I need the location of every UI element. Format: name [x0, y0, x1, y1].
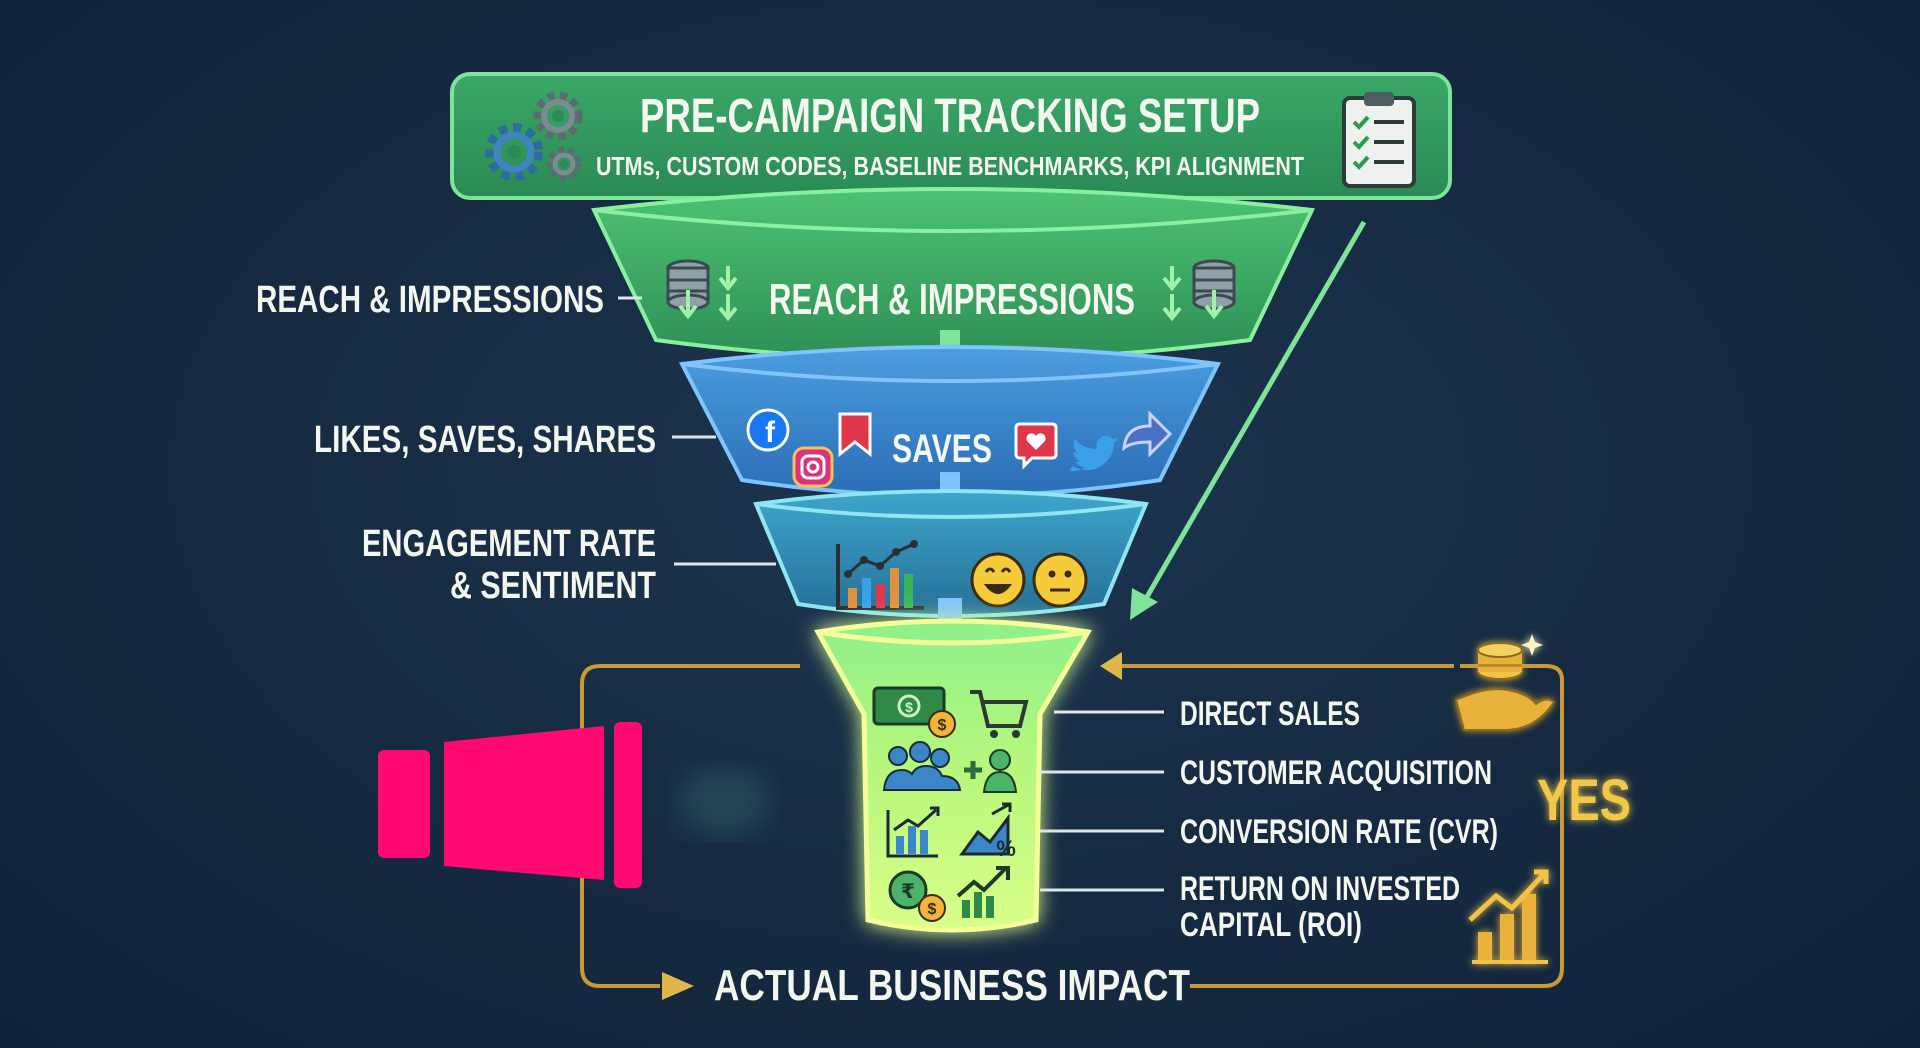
clipboard-checklist-icon: [1342, 92, 1416, 188]
header-subtitle: UTMs, CUSTOM CODES, BASELINE BENCHMARKS,…: [596, 151, 1304, 181]
side-label-engagement-2: & SENTIMENT: [450, 565, 656, 607]
happy-face-icon: [970, 552, 1026, 608]
outcome-conversion-rate: CONVERSION RATE (CVR): [1180, 813, 1498, 851]
hand-coins-icon: [1454, 634, 1556, 731]
svg-text:$: $: [905, 699, 913, 715]
outcome-connectors: [1040, 710, 1164, 892]
svg-text:$: $: [938, 717, 947, 734]
bookmark-icon: [838, 412, 872, 458]
bypass-arrow: [1130, 220, 1367, 620]
actual-business-impact: ACTUAL BUSINESS IMPACT: [714, 961, 1190, 1010]
facebook-icon: f: [746, 408, 790, 452]
gears-icon: [485, 91, 583, 182]
outcome-customer-acquisition: CUSTOMER ACQUISITION: [1180, 754, 1492, 792]
megaphone-icon: [378, 722, 770, 888]
yes-label: YES: [1537, 768, 1631, 833]
neutral-face-icon: [1032, 552, 1088, 608]
svg-text:%: %: [996, 836, 1016, 861]
loop-arrowhead-right: [1100, 652, 1122, 680]
tier-reach-label: REACH & IMPRESSIONS: [769, 275, 1135, 324]
instagram-icon: [792, 446, 834, 488]
svg-text:₹: ₹: [901, 879, 915, 903]
outcome-roi-line2: CAPITAL (ROI): [1180, 906, 1362, 944]
coins-growth-icon: ₹ $: [888, 866, 1010, 922]
side-label-engagement-1: ENGAGEMENT RATE: [362, 523, 656, 565]
chart-percent-icon: %: [886, 802, 1016, 861]
database-down-icon: [1162, 259, 1236, 322]
rising-bars-icon: [1468, 869, 1549, 964]
database-down-icon: [666, 259, 738, 322]
funnel-tier-saves: SAVES f: [678, 345, 1222, 498]
side-label-reach: REACH & IMPRESSIONS: [256, 279, 604, 321]
outcome-roi-line1: RETURN ON INVESTED: [1180, 870, 1460, 908]
users-add-icon: [882, 741, 1018, 793]
tier-saves-label: SAVES: [892, 427, 992, 471]
twitter-icon: [1070, 435, 1120, 472]
share-arrow-icon: [1122, 410, 1173, 458]
side-label-likes: LIKES, SAVES, SHARES: [314, 419, 656, 461]
bar-chart-icon: [836, 540, 924, 610]
outcome-direct-sales: DIRECT SALES: [1180, 695, 1360, 733]
svg-text:$: $: [928, 901, 937, 918]
funnel-tier-engagement: [753, 489, 1149, 618]
funnel-stem: [814, 618, 1093, 933]
loop-arrowhead-bottom: [662, 972, 694, 1000]
cash-cart-icon: $ $: [872, 686, 1029, 738]
like-heart-icon: [1014, 422, 1058, 470]
header-title: PRE-CAMPAIGN TRACKING SETUP: [640, 90, 1260, 143]
svg-text:f: f: [765, 416, 776, 449]
header-box: PRE-CAMPAIGN TRACKING SETUP UTMs, CUSTOM…: [450, 72, 1452, 200]
